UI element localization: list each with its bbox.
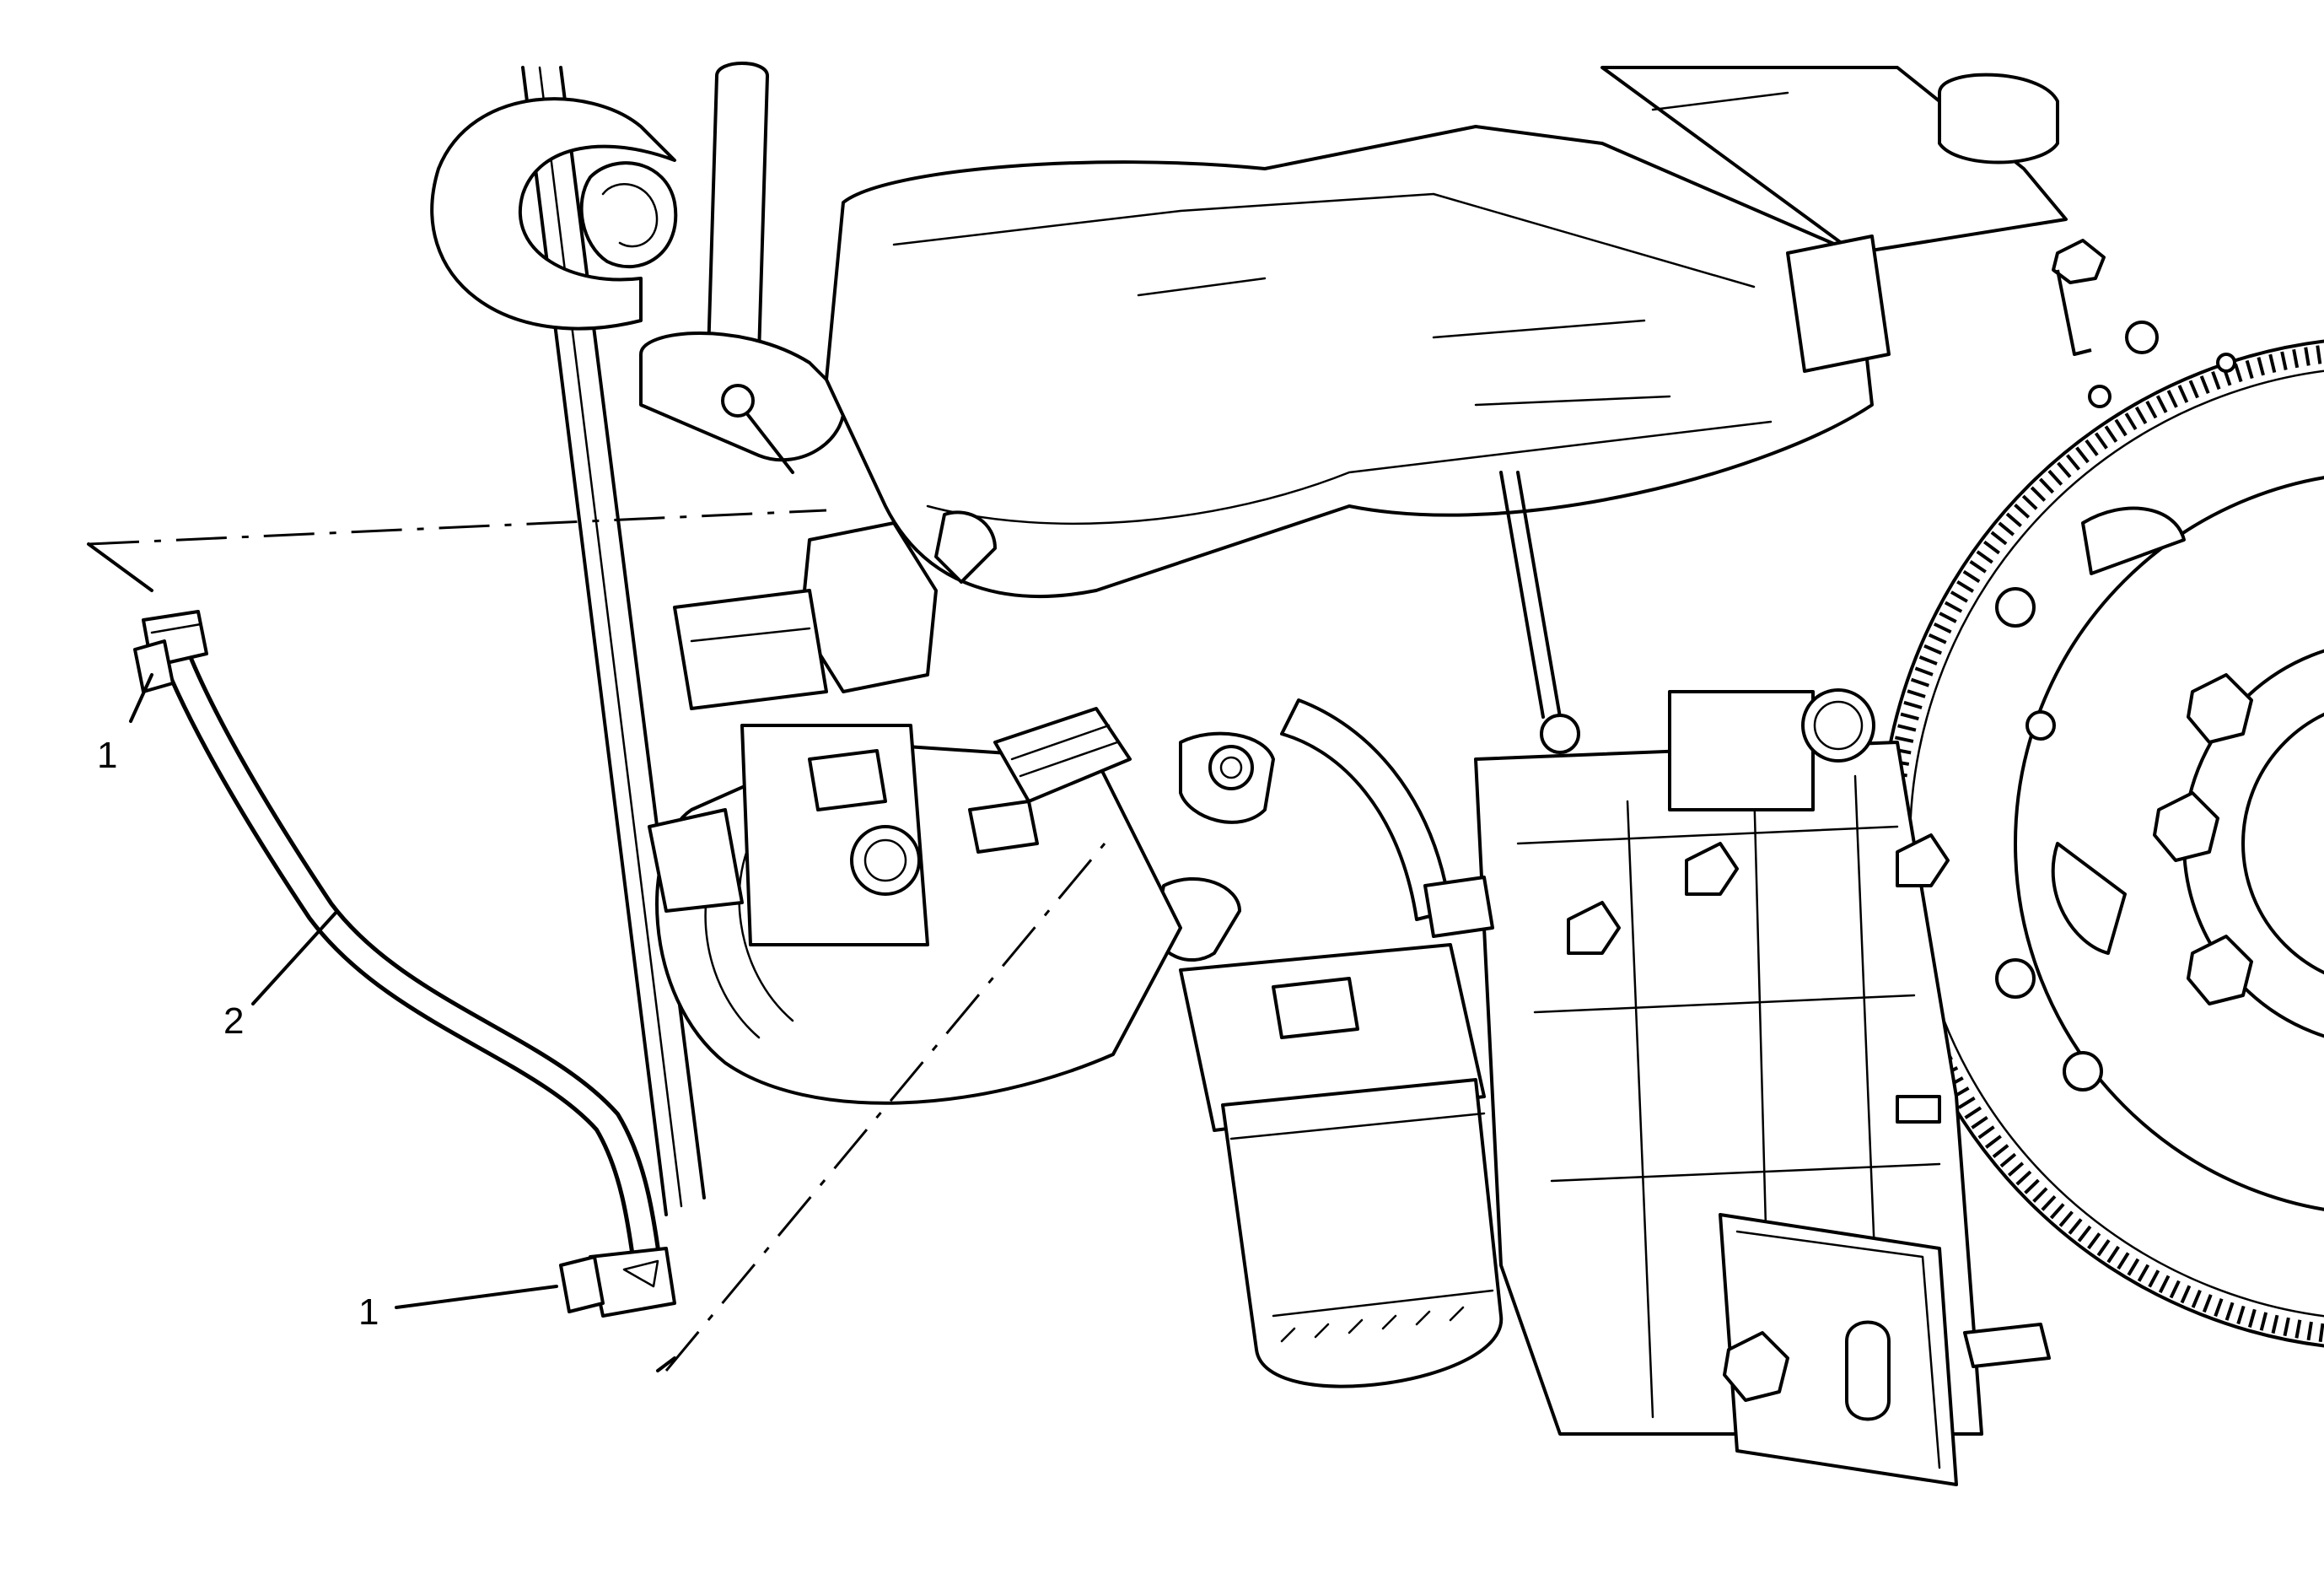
compressor: [648, 724, 1182, 1105]
guide-line-lower: [664, 843, 1106, 1372]
engine-block-upper: [1600, 66, 2068, 255]
leader-line-2: [251, 909, 339, 1005]
callout-1-top: 1: [97, 735, 117, 776]
callout-1-bottom: 1: [358, 1291, 379, 1333]
hose-clamp-bottom: [559, 1247, 676, 1318]
oil-pan: [825, 125, 1874, 598]
engine-assembly: [430, 62, 2324, 1486]
guide-line-upper: [88, 509, 827, 546]
dipstick-tube: [1499, 471, 1580, 754]
callouts: 1 2 1: [97, 673, 558, 1333]
harness-connector: [968, 707, 1132, 854]
leader-line-1-bottom: [395, 1285, 558, 1309]
callout-2: 2: [223, 1000, 244, 1042]
removed-hose: [133, 610, 676, 1318]
upper-coolant-hose: [430, 97, 678, 331]
guide-line-upper-short: [87, 542, 153, 592]
flywheel: [1879, 321, 2324, 1348]
hose-clamp-top: [133, 610, 208, 693]
exploded-view-guides: [87, 509, 1106, 1372]
sensor-connector: [673, 510, 997, 710]
oil-filter: [1179, 943, 1504, 1388]
bracket-studs: [1786, 234, 2106, 373]
engine-mount: [1719, 1213, 2051, 1486]
guide-line-lower-short: [656, 1356, 676, 1372]
leader-line-1-top: [129, 673, 153, 723]
filter-adapter-lines: [1154, 698, 1494, 962]
vertical-hose: [639, 62, 847, 474]
